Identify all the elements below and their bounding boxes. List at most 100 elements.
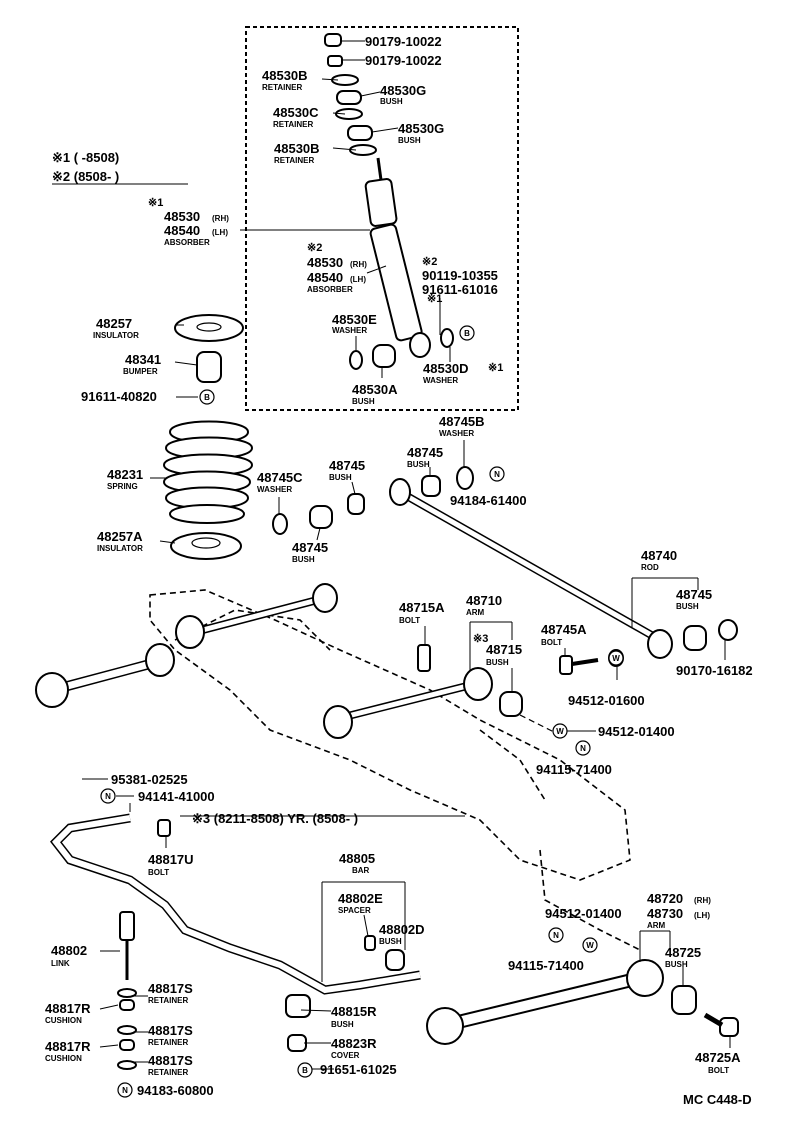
part-description: BUSH [665,960,688,969]
nut-symbol-n: N [100,788,116,804]
part-description: BUSH [292,555,315,564]
part-number: 94512-01400 [598,724,675,739]
part-number: 48530G [398,121,444,136]
part-number: 48725A [695,1050,741,1065]
part-number: 48815R [331,1004,377,1019]
washer-symbol-w: W [582,937,598,953]
part-suffix: (RH) [350,260,367,269]
shock-absorber-inset-frame [245,26,519,411]
part-number: 48341 [125,352,161,367]
part-description: COVER [331,1051,360,1060]
part-description: RETAINER [273,120,314,129]
part-number: 91651-61025 [320,1062,397,1077]
nut-symbol-n: N [548,927,564,943]
svg-text:W: W [586,941,594,950]
svg-text:B: B [464,329,470,338]
part-number: 48823R [331,1036,377,1051]
coil-spring-assembly [162,314,254,560]
part-description: BUSH [407,460,430,469]
part-number: 48745 [676,587,712,602]
part-number: 48802D [379,922,425,937]
part-number: 48540 [164,223,200,238]
rear-axle-housing [149,589,641,951]
part-number: 48802 [51,943,87,958]
part-description: ABSORBER [307,285,353,294]
upper-rod-bushes [272,466,474,535]
part-number: 48817R [45,1001,91,1016]
part-number: 48257A [97,529,143,544]
part-suffix: (LH) [694,911,710,920]
svg-text:N: N [122,1086,128,1095]
part-number: 48530B [274,141,320,156]
part-suffix: (LH) [350,275,366,284]
fastener-symbols: B B N W W N N N [100,325,624,1098]
part-number: 48817S [148,981,193,996]
part-suffix: (LH) [212,228,228,237]
part-number: 94115-71400 [536,762,612,777]
part-number: 48530 [307,255,343,270]
part-description: CUSHION [45,1016,82,1025]
part-number: 90119-10355 [422,268,498,283]
bolt-symbol-b: B [297,1062,313,1078]
part-description: RETAINER [148,1068,189,1077]
part-number: 48745 [329,458,365,473]
part-number: 48530G [380,83,426,98]
marker-1: ※1 [488,362,503,374]
part-labels: 90179-10022 90179-10022 48530B RETAINER … [45,34,753,1098]
bolt-symbol-b: B [459,325,475,341]
svg-text:W: W [556,727,564,736]
part-description: LINK [51,959,70,968]
upper-control-arms [35,583,624,739]
washer-symbol-w: W [552,723,568,739]
part-description: RETAINER [274,156,315,165]
part-description: BUSH [398,136,421,145]
part-number: 48745 [292,540,328,555]
part-description: RETAINER [148,1038,189,1047]
svg-text:N: N [494,470,500,479]
part-description: WASHER [332,326,367,335]
part-number: 48530D [423,361,469,376]
svg-text:N: N [553,931,559,940]
part-number: 91611-40820 [81,389,157,404]
part-description: ABSORBER [164,238,210,247]
part-description: RETAINER [148,996,189,1005]
part-description: ROD [641,563,659,572]
part-description: INSULATOR [97,544,143,553]
part-number: 48805 [339,851,375,866]
part-description: ARM [466,608,485,617]
marker-3: ※3 [473,633,488,645]
bolt-symbol-b: B [199,389,215,405]
part-number: 48530E [332,312,377,327]
nut-symbol-n: N [117,1082,133,1098]
applicability-note-2: ※2 (8508- ) [52,169,119,184]
part-description: BUSH [352,397,375,406]
part-description: BOLT [541,638,562,647]
part-number: 94184-61400 [450,493,527,508]
part-description: BOLT [399,616,420,625]
part-number: 48745B [439,414,485,429]
part-number: 91611-61016 [422,282,498,297]
part-number: 48817S [148,1023,193,1038]
part-number: 48802E [338,891,383,906]
leader-lines [82,40,731,1070]
part-description: WASHER [439,429,474,438]
part-description: BOLT [708,1066,729,1075]
part-number: 48730 [647,906,683,921]
part-number: 48710 [466,593,502,608]
part-number: 48231 [107,467,143,482]
part-number: 48720 [647,891,683,906]
part-number: 94512-01600 [568,693,645,708]
marker-2: ※2 [307,242,322,254]
part-number: 94512-01400 [545,906,622,921]
part-number: 48530B [262,68,308,83]
part-description: BAR [352,866,370,875]
part-description: BUSH [379,937,402,946]
part-suffix: (RH) [694,896,711,905]
part-number: 48725 [665,945,701,960]
part-number: 48715A [399,600,445,615]
part-number: 48745A [541,622,587,637]
part-number: 48817S [148,1053,193,1068]
part-number: 48745 [407,445,443,460]
part-description: BUSH [676,602,699,611]
